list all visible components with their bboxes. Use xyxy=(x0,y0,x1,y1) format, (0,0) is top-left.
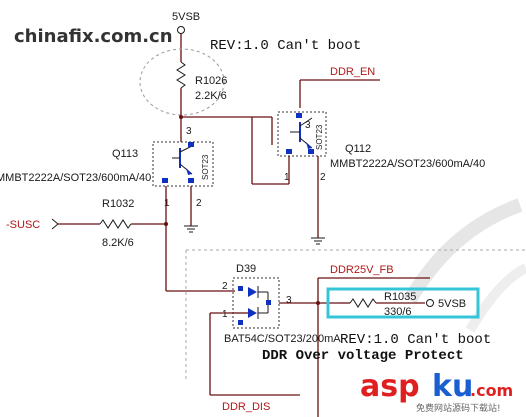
resistor-r1026 xyxy=(176,61,186,89)
d39-pin-a1: 2 xyxy=(222,281,228,292)
logo-tagline: 免费网站源码下载站! xyxy=(416,402,501,414)
q112-pad-3 xyxy=(296,113,302,118)
q112-package: SOT23 xyxy=(315,124,324,150)
d39-pad-1 xyxy=(238,320,243,325)
net-label-ddr-en: DDR_EN xyxy=(330,66,375,78)
watermark-arc xyxy=(403,198,523,304)
net-label-ddr25v-fb: DDR25V_FB xyxy=(330,264,394,276)
logo-asp: asp xyxy=(360,369,420,404)
q112-package-outline xyxy=(277,111,327,157)
d39-part: BAT54C/SOT23/200mA xyxy=(224,333,341,345)
rev-note-bottom: REV:1.0 Can't boot xyxy=(340,332,491,348)
q113-pin-b: 1 xyxy=(164,198,170,209)
q113-pad-3 xyxy=(188,142,194,147)
d39-ref: D39 xyxy=(236,263,256,275)
q112-ref: Q112 xyxy=(345,143,371,155)
d39-diode-2 xyxy=(248,308,257,318)
q113-part: MMBT2222A/SOT23/600mA/40 xyxy=(0,172,151,184)
q112-pad-2 xyxy=(308,149,314,154)
q113-pad-1 xyxy=(162,178,168,183)
power-label-5vsb-top: 5VSB xyxy=(172,11,200,23)
q113-package: SOT23 xyxy=(201,154,210,180)
r1032-value: 8.2K/6 xyxy=(102,237,134,249)
r1035-ref: R1035 xyxy=(384,291,416,303)
r1026-ref: R1026 xyxy=(195,75,227,87)
d39-pin-k: 3 xyxy=(286,295,292,306)
watermark-chinafix: chinafix.com.cn xyxy=(14,26,173,47)
q112-part: MMBT2222A/SOT23/600mA/40 xyxy=(330,158,485,170)
q112-pin-b: 1 xyxy=(284,172,290,183)
r1035-value: 330/6 xyxy=(384,306,412,318)
q113-pin-e: 2 xyxy=(196,198,202,209)
power-terminal-5vsb-top xyxy=(177,26,185,34)
q113-pin-c: 3 xyxy=(186,126,192,137)
logo-com: .com xyxy=(470,381,513,400)
net-label-susc: -SUSC xyxy=(6,219,40,231)
r1035-highlight-box xyxy=(326,287,480,319)
power-label-5vsb-right: 5VSB xyxy=(438,298,466,310)
net-label-ddr-dis: DDR_DIS xyxy=(222,401,270,413)
q112-pin-e: 2 xyxy=(320,172,326,183)
q112-pin-c: 3 xyxy=(305,120,311,131)
d39-diode-1 xyxy=(248,287,257,297)
rev-note-top: REV:1.0 Can't boot xyxy=(210,38,361,54)
q112-pad-1 xyxy=(286,149,292,154)
logo-ku: ku xyxy=(432,369,473,404)
q113-emitter-arrow xyxy=(186,168,192,175)
r1032-ref: R1032 xyxy=(102,198,134,210)
q113-pad-2 xyxy=(188,178,194,183)
resistor-r1035 xyxy=(349,298,377,308)
q112-emitter-arrow xyxy=(306,142,312,149)
q113-ref: Q113 xyxy=(112,148,138,160)
susc-port-arrow xyxy=(51,218,59,230)
power-terminal-5vsb-right xyxy=(426,299,434,307)
r1026-value: 2.2K/6 xyxy=(195,90,227,102)
protect-note: DDR Over voltage Protect xyxy=(262,348,464,364)
watermark-arc-2 xyxy=(465,263,526,333)
dashed-highlight-r1026 xyxy=(139,48,225,116)
d39-pad-2 xyxy=(238,286,243,291)
q112-collector-leg xyxy=(299,117,313,127)
q113-package-outline xyxy=(152,141,214,187)
d39-pin-a2: 1 xyxy=(222,309,228,320)
d39-pad-3 xyxy=(266,300,271,305)
resistor-r1032 xyxy=(99,219,132,229)
